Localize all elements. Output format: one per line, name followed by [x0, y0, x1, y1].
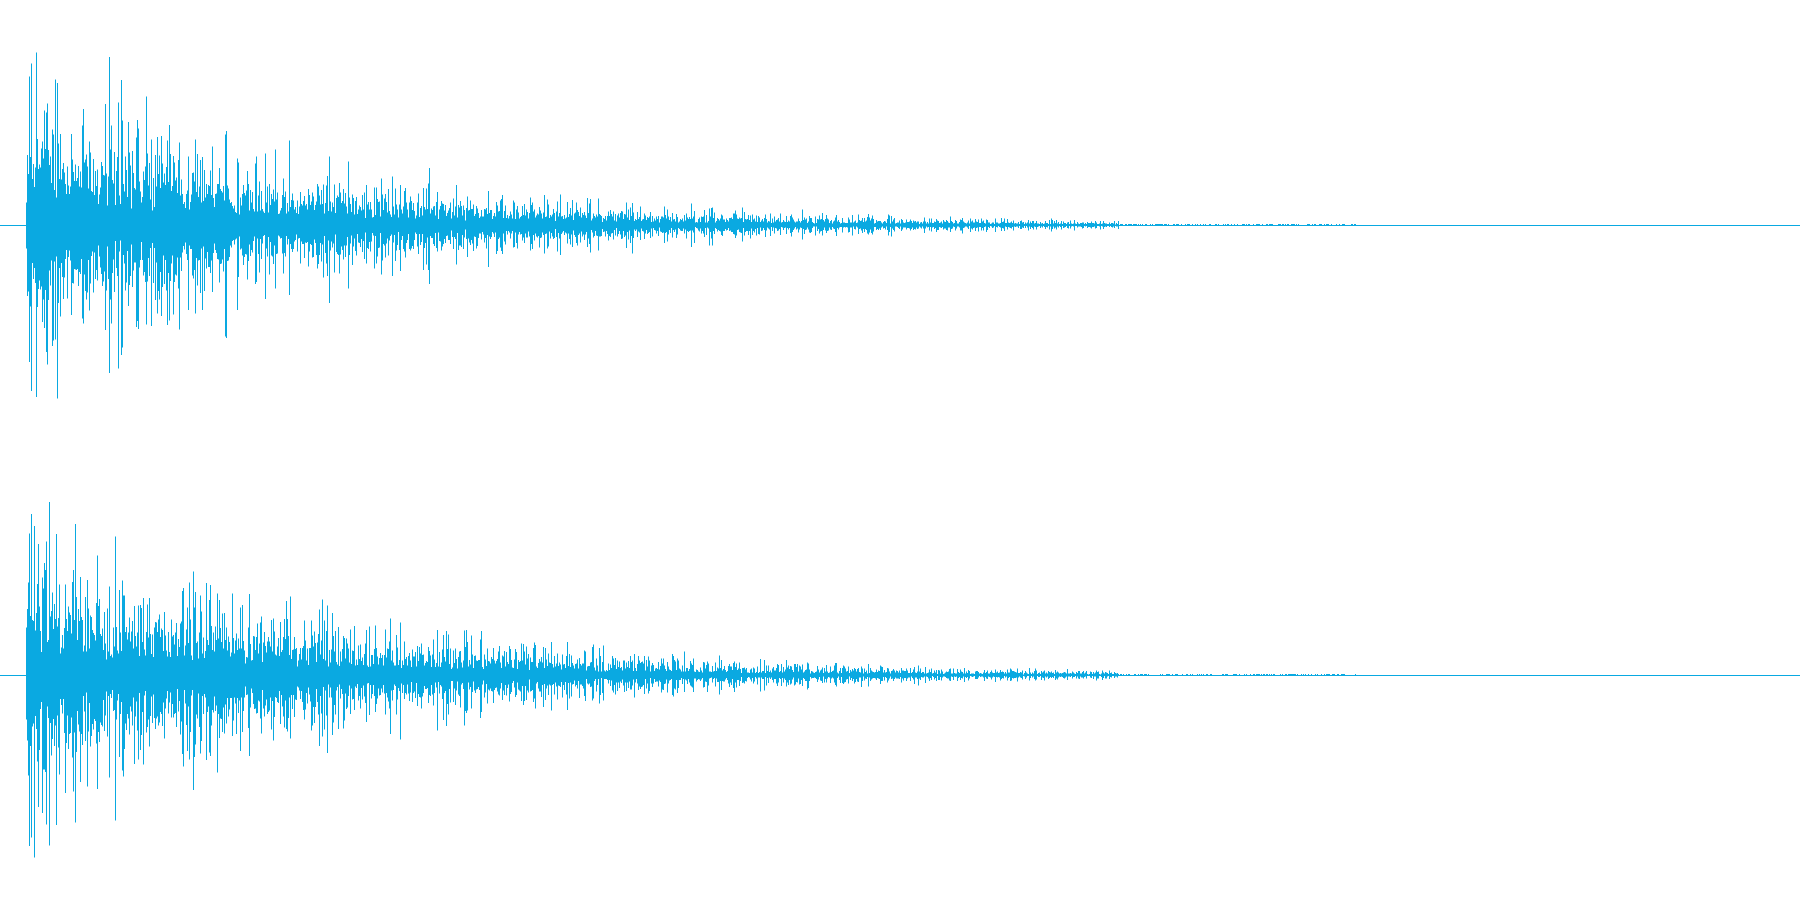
channel-2[interactable]: [0, 501, 1800, 858]
channel-1[interactable]: [0, 52, 1800, 399]
channel-2-waveform: [26, 501, 1356, 858]
